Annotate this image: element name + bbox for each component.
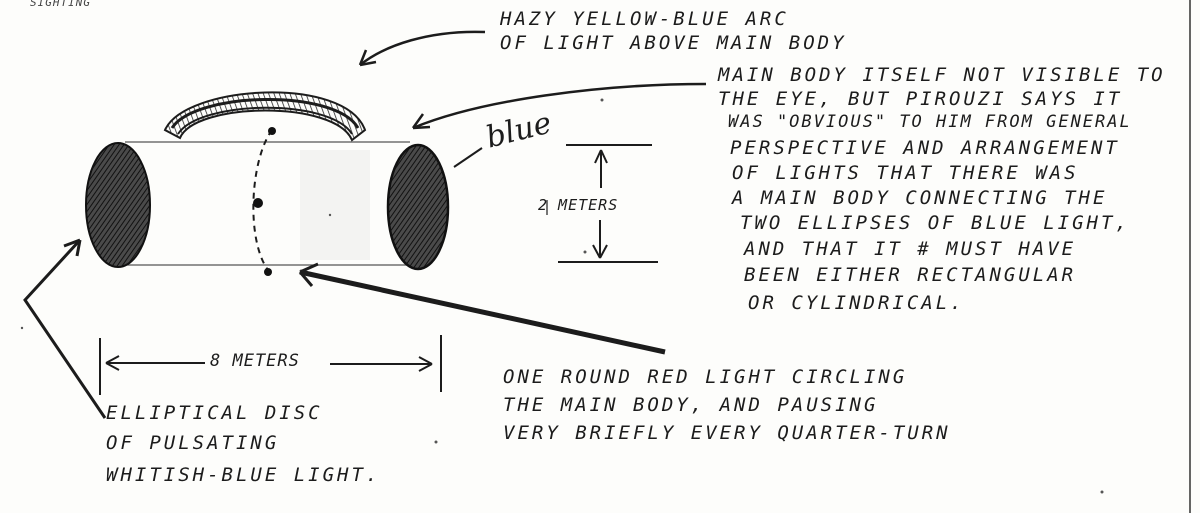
hazy-arc: [163, 91, 367, 142]
disc-note-line: WHITISH-BLUE LIGHT.: [106, 464, 381, 486]
red-light-note-line: THE MAIN BODY, AND PAUSING: [503, 394, 879, 416]
body-note-line: OR CYLINDRICAL.: [748, 292, 965, 314]
disc-note-line: OF PULSATING: [106, 432, 280, 454]
arc-label-line2: OF LIGHT ABOVE MAIN BODY: [500, 32, 847, 54]
body-note-line: MAIN BODY ITSELF NOT VISIBLE TO: [718, 64, 1166, 86]
body-note-line: WAS "OBVIOUS" TO HIM FROM GENERAL: [728, 112, 1132, 132]
red-light-note-line: ONE ROUND RED LIGHT CIRCLING: [503, 366, 908, 388]
disc-note-line: ELLIPTICAL DISC: [106, 402, 323, 424]
height-dimension: [546, 144, 658, 263]
height-dimension-label: 2 METERS: [538, 196, 619, 214]
paper-specks: [20, 98, 1104, 494]
left-elliptical-disc: [85, 142, 151, 268]
body-note-line: OF LIGHTS THAT THERE WAS: [732, 162, 1079, 184]
right-elliptical-disc: [386, 143, 450, 271]
body-note-line: TWO ELLIPSES OF BLUE LIGHT,: [740, 212, 1130, 234]
disc-pointer-arrow: [23, 238, 107, 419]
arc-pointer-arrow: [358, 30, 486, 67]
body-note-line: PERSPECTIVE AND ARRANGEMENT: [730, 137, 1120, 159]
width-dimension: [99, 335, 442, 395]
red-light-note-line: VERY BRIEFLY EVERY QUARTER-TURN: [503, 422, 951, 444]
red-light-pointer-arrow: [298, 262, 666, 355]
body-note-line: THE EYE, BUT PIROUZI SAYS IT: [718, 88, 1123, 110]
red-light-orbit: [252, 127, 276, 276]
body-note-line: BEEN EITHER RECTANGULAR: [744, 264, 1077, 286]
body-pointer-arrow: [411, 82, 707, 130]
body-note-line: A MAIN BODY CONNECTING THE: [732, 187, 1108, 209]
main-body: [125, 141, 410, 266]
body-note-line: AND THAT IT # MUST HAVE: [744, 238, 1077, 260]
width-dimension-label: 8 METERS: [210, 351, 300, 371]
blue-note-leader: [453, 147, 483, 168]
arc-label-line1: HAZY YELLOW-BLUE ARC: [500, 8, 789, 30]
corner-fragment: SIGHTING: [30, 0, 91, 9]
